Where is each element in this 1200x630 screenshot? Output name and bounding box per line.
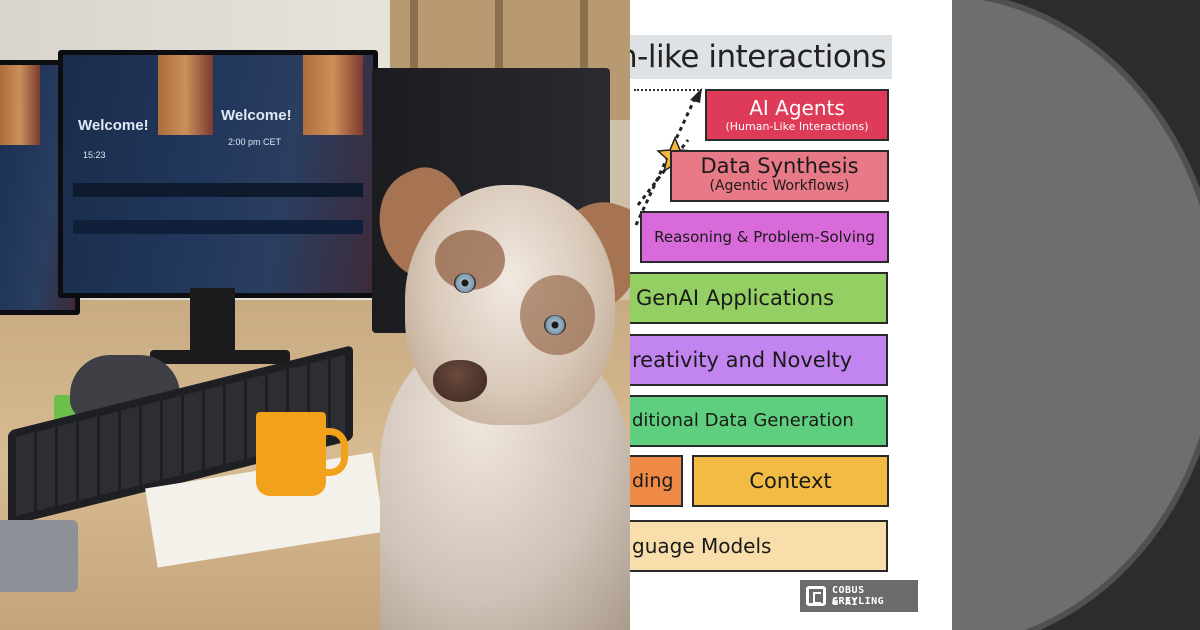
office-dog-photo: Welcome! Welcome! 15:23 2:00 pm CET xyxy=(0,0,630,630)
decorative-panel xyxy=(952,0,1200,630)
block-label: Data Synthesis xyxy=(700,154,859,178)
orange-mug xyxy=(256,412,348,496)
dog-eye-left xyxy=(454,273,476,293)
block-sublabel: (Human-Like Interactions) xyxy=(725,120,869,133)
block-conditional-data-generation: ditional Data Generation xyxy=(630,395,888,447)
block-ai-agents: AI Agents (Human-Like Interactions) xyxy=(705,89,889,141)
block-label: Reasoning & Problem-Solving xyxy=(654,228,875,246)
monitor-stand xyxy=(190,288,235,358)
dog-eye-right xyxy=(544,315,566,335)
monitor-time: 15:23 xyxy=(83,150,106,160)
dotted-line xyxy=(634,89,702,91)
slide-title: n-like interactions xyxy=(630,39,887,75)
block-creativity: reativity and Novelty xyxy=(630,334,888,386)
logo-line-1: COBUS GREYLING xyxy=(832,585,885,607)
block-grounding: ding xyxy=(630,455,683,507)
block-label: guage Models xyxy=(632,534,772,558)
monitor-welcome-text-2: Welcome! xyxy=(221,107,292,124)
llm-capability-stack-slide: n-like interactions AI Agents (Human-Lik… xyxy=(630,0,952,630)
decorative-circle xyxy=(952,0,1200,630)
block-context: Context xyxy=(692,455,889,507)
block-reasoning: Reasoning & Problem-Solving xyxy=(640,211,889,263)
block-sublabel: (Agentic Workflows) xyxy=(709,178,850,194)
block-label: reativity and Novelty xyxy=(632,348,853,372)
logo-mark-icon xyxy=(806,586,826,606)
monitor-welcome-text: Welcome! xyxy=(78,117,149,134)
block-label: AI Agents xyxy=(749,96,845,120)
block-data-synthesis: Data Synthesis (Agentic Workflows) xyxy=(670,150,889,202)
monitor-stand-base xyxy=(150,350,290,364)
block-label: Context xyxy=(749,469,832,493)
block-language-models: guage Models xyxy=(630,520,888,572)
arrow-head xyxy=(690,88,702,103)
block-genai-applications: GenAI Applications xyxy=(630,272,888,324)
block-label: GenAI Applications xyxy=(636,286,835,310)
title-background xyxy=(630,35,892,79)
cobus-greyling-logo: COBUS GREYLING & AI xyxy=(800,580,918,612)
logo-line-2: & AI xyxy=(832,597,859,608)
monitor-center: Welcome! Welcome! 15:23 2:00 pm CET xyxy=(58,50,378,298)
block-label: ditional Data Generation xyxy=(632,410,854,431)
monitor-time-2: 2:00 pm CET xyxy=(228,137,282,147)
block-label: ding xyxy=(632,470,674,492)
laptop xyxy=(0,520,78,592)
australian-shepherd-dog xyxy=(360,156,630,630)
dog-nose xyxy=(433,360,487,402)
